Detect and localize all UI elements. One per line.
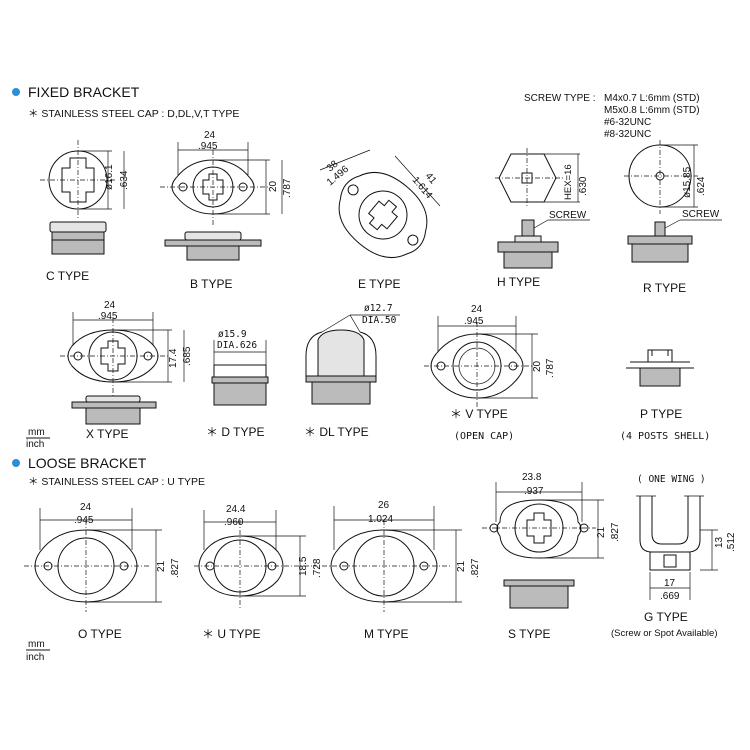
p-type-drawing xyxy=(626,349,694,387)
b-type-dim: 24 xyxy=(204,130,216,141)
r-type-drawing xyxy=(624,140,722,263)
g-type-drawing xyxy=(636,495,718,600)
d-type-dim: DIA.626 xyxy=(217,340,257,351)
r-type-dim: ø15.85 xyxy=(682,166,693,198)
v-type-drawing xyxy=(424,316,538,408)
m-type-dim: 26 xyxy=(378,500,390,511)
g-type-dim: .669 xyxy=(660,591,680,602)
screw-option: #8-32UNC xyxy=(604,129,651,140)
screw-option: M4x0.7 L:6mm (STD) xyxy=(604,93,700,104)
s-type-dim: .827 xyxy=(610,522,621,542)
screw-type-label: SCREW TYPE : xyxy=(524,93,596,104)
x-type-dim: .685 xyxy=(182,346,193,366)
svg-text:inch: inch xyxy=(26,439,44,450)
u-type-dim: .728 xyxy=(312,558,323,578)
g-type-dim: .512 xyxy=(726,532,737,552)
x-type-label: X TYPE xyxy=(86,427,128,441)
v-type-dim: 24 xyxy=(471,304,483,315)
fixed-heading: FIXED BRACKET xyxy=(28,84,140,100)
e-type-label: E TYPE xyxy=(358,277,400,291)
x-type-drawing xyxy=(60,312,185,425)
r-type-label: R TYPE xyxy=(643,281,686,295)
h-type-dim: .630 xyxy=(578,176,589,196)
h-type-screw-label: SCREW xyxy=(549,210,587,221)
loose-heading: LOOSE BRACKET xyxy=(28,455,147,471)
g-type-dim: 17 xyxy=(664,578,676,589)
s-type-dim: .937 xyxy=(524,486,544,497)
x-type-dim: 24 xyxy=(104,300,116,311)
m-type-dim: 21 xyxy=(456,560,467,572)
u-type-drawing xyxy=(194,510,316,610)
svg-text:inch: inch xyxy=(26,652,44,663)
x-type-dim: 17.4 xyxy=(168,348,179,368)
b-type-label: B TYPE xyxy=(190,277,232,291)
x-type-dim: .945 xyxy=(98,311,118,322)
o-type-label: O TYPE xyxy=(78,627,122,641)
dl-type-dim: ø12.7 xyxy=(364,303,393,314)
dl-type-drawing xyxy=(305,314,400,405)
d-type-dim: ø15.9 xyxy=(218,329,247,340)
dl-type-dim: DIA.50 xyxy=(362,315,397,326)
v-type-sublabel: (OPEN CAP) xyxy=(454,431,514,442)
d-type-label: ＊ D TYPE xyxy=(206,425,264,439)
o-type-dim: .945 xyxy=(74,515,94,526)
g-type-sublabel: (Screw or Spot Available) xyxy=(611,628,718,639)
s-type-label: S TYPE xyxy=(508,627,550,641)
s-type-dim: 21 xyxy=(596,526,607,538)
fixed-bullet-icon xyxy=(12,88,20,96)
svg-text:mm: mm xyxy=(28,639,45,650)
screw-option: M5x0.8 L:6mm (STD) xyxy=(604,105,700,116)
m-type-dim: .827 xyxy=(470,558,481,578)
g-type-top-label: ( ONE WING ) xyxy=(637,474,706,485)
s-type-dim: 23.8 xyxy=(522,472,542,483)
r-type-dim: .624 xyxy=(696,176,707,196)
h-type-dim: HEX=16 xyxy=(563,164,574,200)
r-type-screw-label: SCREW xyxy=(682,209,720,220)
c-type-dim: ø16.1 xyxy=(104,164,115,190)
g-type-dim: 13 xyxy=(714,536,725,548)
e-type-dims xyxy=(319,149,441,207)
b-type-dim: .945 xyxy=(198,141,218,152)
b-type-dim: 20 xyxy=(268,180,279,192)
v-type-dim: .787 xyxy=(545,358,556,378)
o-type-dim: 21 xyxy=(156,560,167,572)
c-type-label: C TYPE xyxy=(46,269,89,283)
b-type-dim: .787 xyxy=(282,178,293,198)
o-type-drawing xyxy=(24,508,162,612)
u-type-dim: .960 xyxy=(224,517,244,528)
h-type-drawing xyxy=(495,148,590,269)
p-type-sublabel: (4 POSTS SHELL) xyxy=(620,431,710,442)
o-type-dim: 24 xyxy=(80,502,92,513)
m-type-dim: 1.024 xyxy=(368,514,393,525)
g-type-label: G TYPE xyxy=(644,610,688,624)
loose-subheading: ＊ STAINLESS STEEL CAP : U TYPE xyxy=(28,476,205,488)
units-legend-top: mm inch xyxy=(26,427,50,450)
screw-option: #6-32UNC xyxy=(604,117,651,128)
c-type-drawing xyxy=(40,140,125,255)
o-type-dim: .827 xyxy=(170,558,181,578)
svg-text:mm: mm xyxy=(28,427,45,438)
s-type-drawing xyxy=(482,482,604,609)
c-type-dim: .634 xyxy=(119,170,130,190)
v-type-dim: .945 xyxy=(464,316,484,327)
d-type-drawing xyxy=(211,340,269,406)
u-type-dim: 24.4 xyxy=(226,504,246,515)
b-type-drawing xyxy=(160,142,283,261)
loose-bullet-icon xyxy=(12,459,20,467)
p-type-label: P TYPE xyxy=(640,407,682,421)
m-type-label: M TYPE xyxy=(364,627,408,641)
v-type-label: ＊ V TYPE xyxy=(450,407,508,421)
units-legend-bottom: mm inch xyxy=(26,639,50,663)
dl-type-label: ＊ DL TYPE xyxy=(304,425,369,439)
e-type-drawing xyxy=(338,171,428,259)
h-type-label: H TYPE xyxy=(497,275,540,289)
fixed-subheading: ＊ STAINLESS STEEL CAP : D,DL,V,T TYPE xyxy=(28,108,239,120)
m-type-drawing xyxy=(322,506,462,612)
v-type-dim: 20 xyxy=(532,360,543,372)
u-type-dim: 18.5 xyxy=(298,556,309,576)
u-type-label: ＊ U TYPE xyxy=(202,627,260,641)
